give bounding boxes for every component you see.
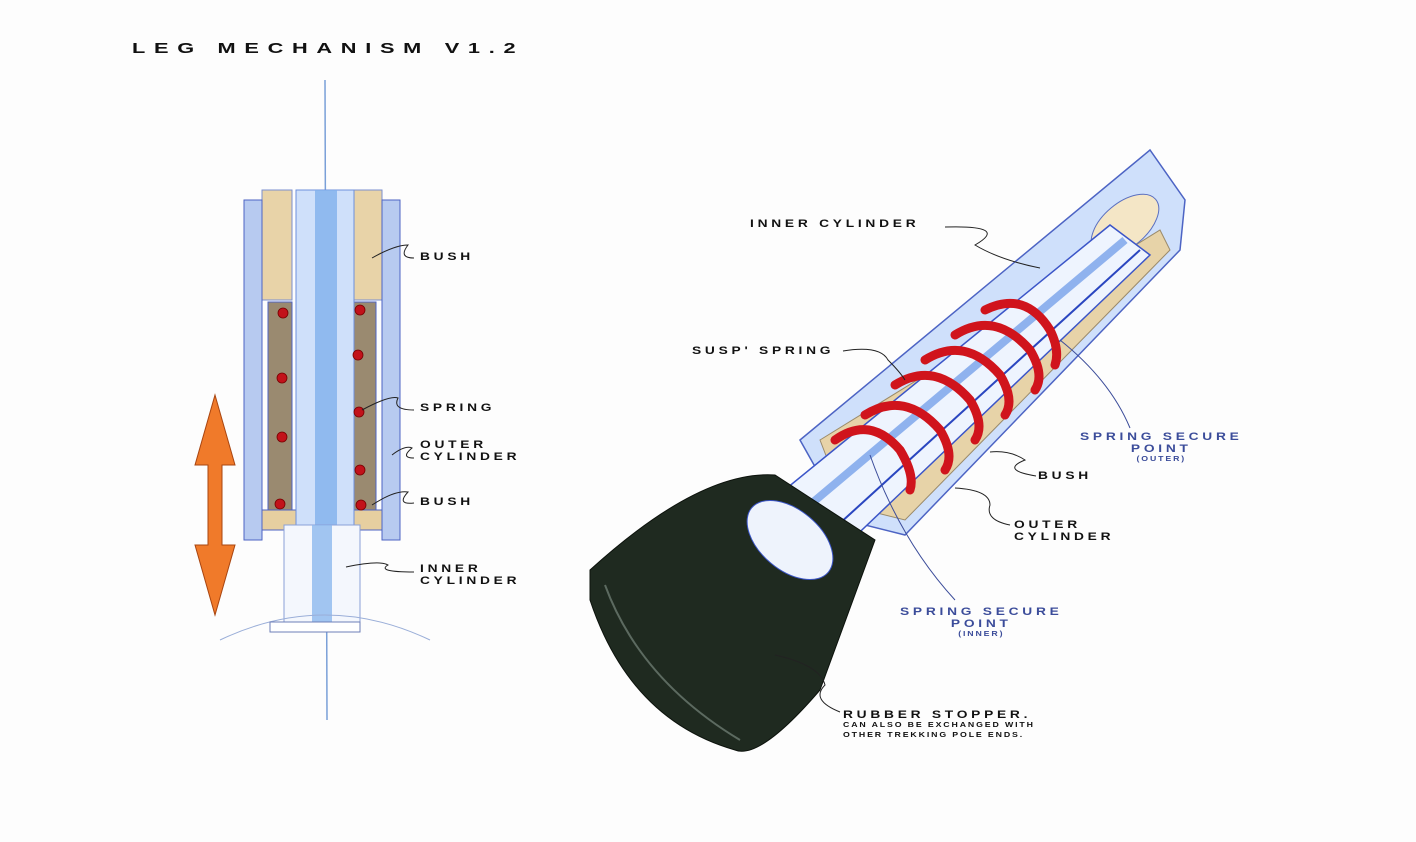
label-line: POINT [950, 618, 1012, 630]
right-perspective-drawing [589, 148, 1186, 752]
page-title: LEG MECHANISM V1.2 [132, 40, 525, 57]
motion-double-arrow-icon [194, 393, 236, 617]
label-line: OUTER [420, 439, 487, 451]
label-line: CYLINDER [420, 575, 521, 587]
label-note: CAN ALSO BE EXCHANGED WITH [843, 722, 1035, 729]
label-line: CYLINDER [1014, 531, 1115, 543]
label-susp-spring: SUSP' SPRING [692, 345, 835, 357]
label-spring-secure-outer: SPRING SECURE POINT (OUTER) [1080, 431, 1243, 465]
label-bush-right: BUSH [1038, 470, 1092, 482]
label-bush-top: BUSH [420, 251, 474, 263]
label-rubber-stopper: RUBBER STOPPER. CAN ALSO BE EXCHANGED WI… [843, 709, 1035, 741]
label-bush-bottom: BUSH [420, 496, 474, 508]
label-line: RUBBER STOPPER. [843, 709, 1032, 721]
label-line: POINT [1130, 443, 1192, 455]
label-inner-cylinder: INNER CYLINDER [420, 563, 520, 587]
label-spring: SPRING [420, 402, 496, 414]
label-line: CYLINDER [420, 451, 521, 463]
label-line: OUTER [1014, 519, 1081, 531]
label-note: OTHER TREKKING POLE ENDS. [843, 732, 1025, 739]
left-cross-section [219, 79, 431, 721]
label-outer-cylinder-right: OUTER CYLINDER [1014, 519, 1114, 543]
label-line: SPRING SECURE [1080, 431, 1243, 443]
label-inner-cylinder-right: INNER CYLINDER [750, 218, 920, 230]
label-note: (INNER) [958, 631, 1005, 638]
label-outer-cylinder: OUTER CYLINDER [420, 439, 520, 463]
label-line: SPRING SECURE [900, 606, 1063, 618]
label-line: INNER [420, 563, 482, 575]
label-note: (OUTER) [1136, 456, 1187, 463]
label-spring-secure-inner: SPRING SECURE POINT (INNER) [900, 606, 1063, 640]
